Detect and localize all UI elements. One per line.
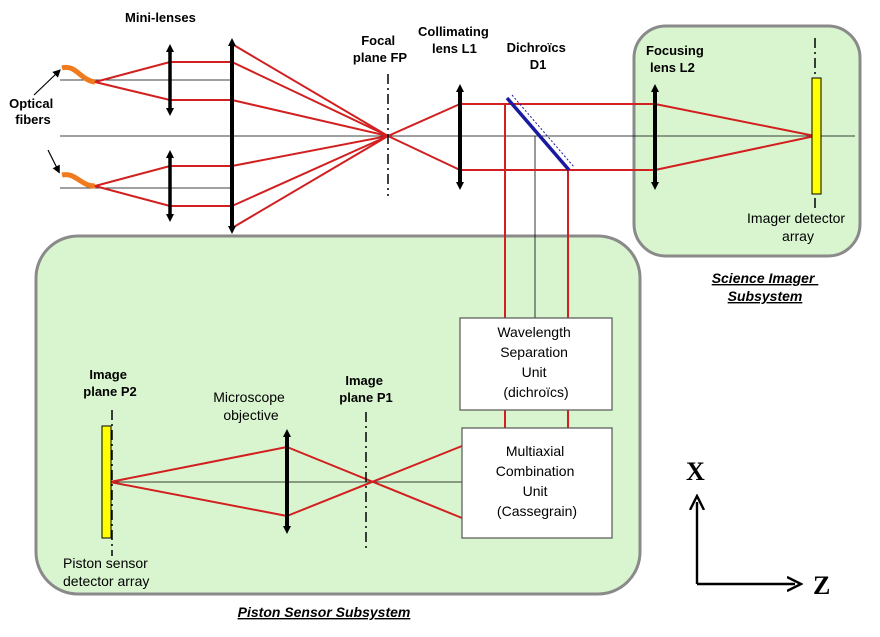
science-imager-title: Science Imager Subsystem xyxy=(712,270,819,304)
microscope-objective-label: Microscope objective xyxy=(213,389,288,423)
dichroics-label: Dichroïcs D1 xyxy=(507,40,570,72)
piston-sensor-title: Piston Sensor Subsystem xyxy=(238,604,411,620)
wavelength-separation-unit xyxy=(459,317,613,411)
fiber-pointer-arrows xyxy=(33,69,61,174)
piston-detector-array xyxy=(101,425,112,539)
multiaxial-combination-unit xyxy=(461,427,613,539)
axis-x-label: X xyxy=(686,457,705,486)
optical-fibers xyxy=(61,64,96,189)
axis-indicator xyxy=(697,502,795,584)
imager-detector-label: Imager detector array xyxy=(747,210,849,244)
wavelength-unit-label: Wavelength Separation Unit (dichroïcs) xyxy=(497,324,574,400)
lenses xyxy=(166,38,659,534)
image-plane-p2-label: Image plane P2 xyxy=(83,367,136,399)
image-plane-p1-label: Image plane P1 xyxy=(339,373,392,405)
piston-detector-label: Piston sensor detector array xyxy=(63,555,152,589)
imager-detector-array xyxy=(811,77,822,195)
multiaxial-unit-label: Multiaxial Combination Unit (Cassegrain) xyxy=(496,443,579,519)
mini-lenses-label: Mini-lenses xyxy=(125,10,196,25)
focal-plane-label: Focal plane FP xyxy=(353,33,408,65)
optical-fibers-label: Optical fibers xyxy=(9,96,57,127)
science-imager-panel xyxy=(632,24,862,258)
axis-z-label: Z xyxy=(813,571,830,600)
collimating-lens-label: Collimating lens L1 xyxy=(418,24,492,56)
focusing-lens-label: Focusing lens L2 xyxy=(646,43,707,75)
piston-sensor-rays xyxy=(109,445,463,519)
fiber-beam-rays xyxy=(94,43,816,428)
dichroic-d1 xyxy=(505,94,575,172)
piston-sensor-panel xyxy=(34,234,642,596)
